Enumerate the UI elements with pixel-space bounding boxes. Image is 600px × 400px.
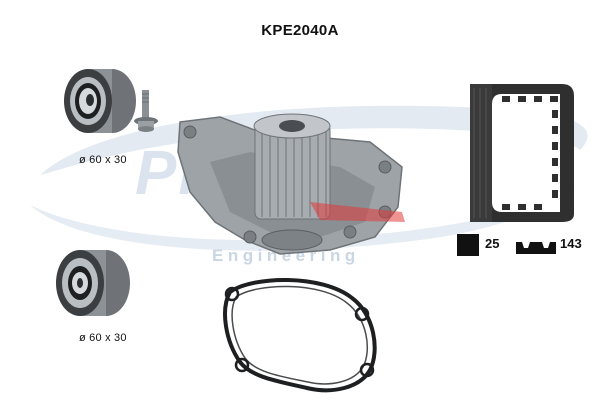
belt-teeth-icon <box>516 242 556 254</box>
product-code-title: KPE2040A <box>261 22 339 39</box>
bolt-image <box>134 90 158 132</box>
water-pump-image <box>177 113 405 255</box>
idler-dimension-label: ø 60 x 30 <box>79 332 127 344</box>
idler-pulley-image <box>56 250 130 316</box>
gasket-image <box>223 278 377 393</box>
belt-width-value: 25 <box>485 236 500 251</box>
tensioner-pulley-image <box>64 69 136 133</box>
belt-width-icon <box>457 234 479 256</box>
tensioner-dimension-label: ø 60 x 30 <box>79 154 127 166</box>
timing-belt-image <box>470 84 574 222</box>
belt-teeth-value: 143 <box>560 236 582 251</box>
